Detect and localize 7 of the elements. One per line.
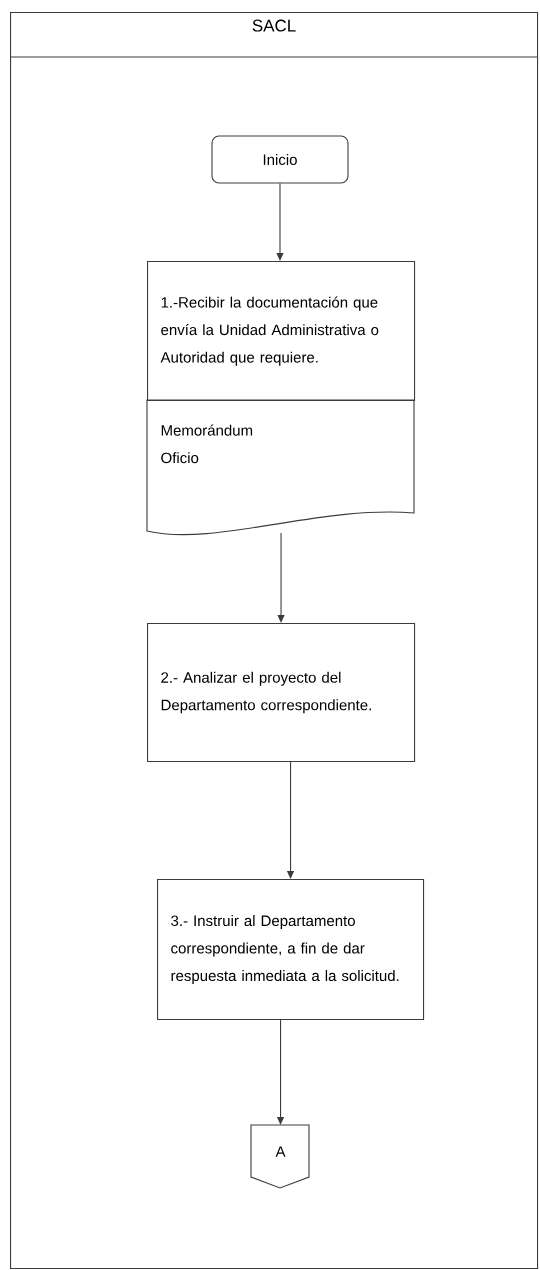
start-terminator: Inicio [211, 135, 349, 184]
arrow [277, 532, 285, 623]
arrow [276, 183, 284, 261]
process-box: 1.-Recibir la documentación que envía la Unidad Administrativa o Autoridad que requiere. [147, 261, 416, 402]
process-box: 3.- Instruir al Departamento correspondiente, a fin de dar respuesta inmediata a la solicitud. [157, 879, 425, 1021]
off-page-connector: A [250, 1124, 310, 1189]
process-box: 2.- Analizar el proyecto del Departamento correspondiente. [147, 623, 416, 763]
